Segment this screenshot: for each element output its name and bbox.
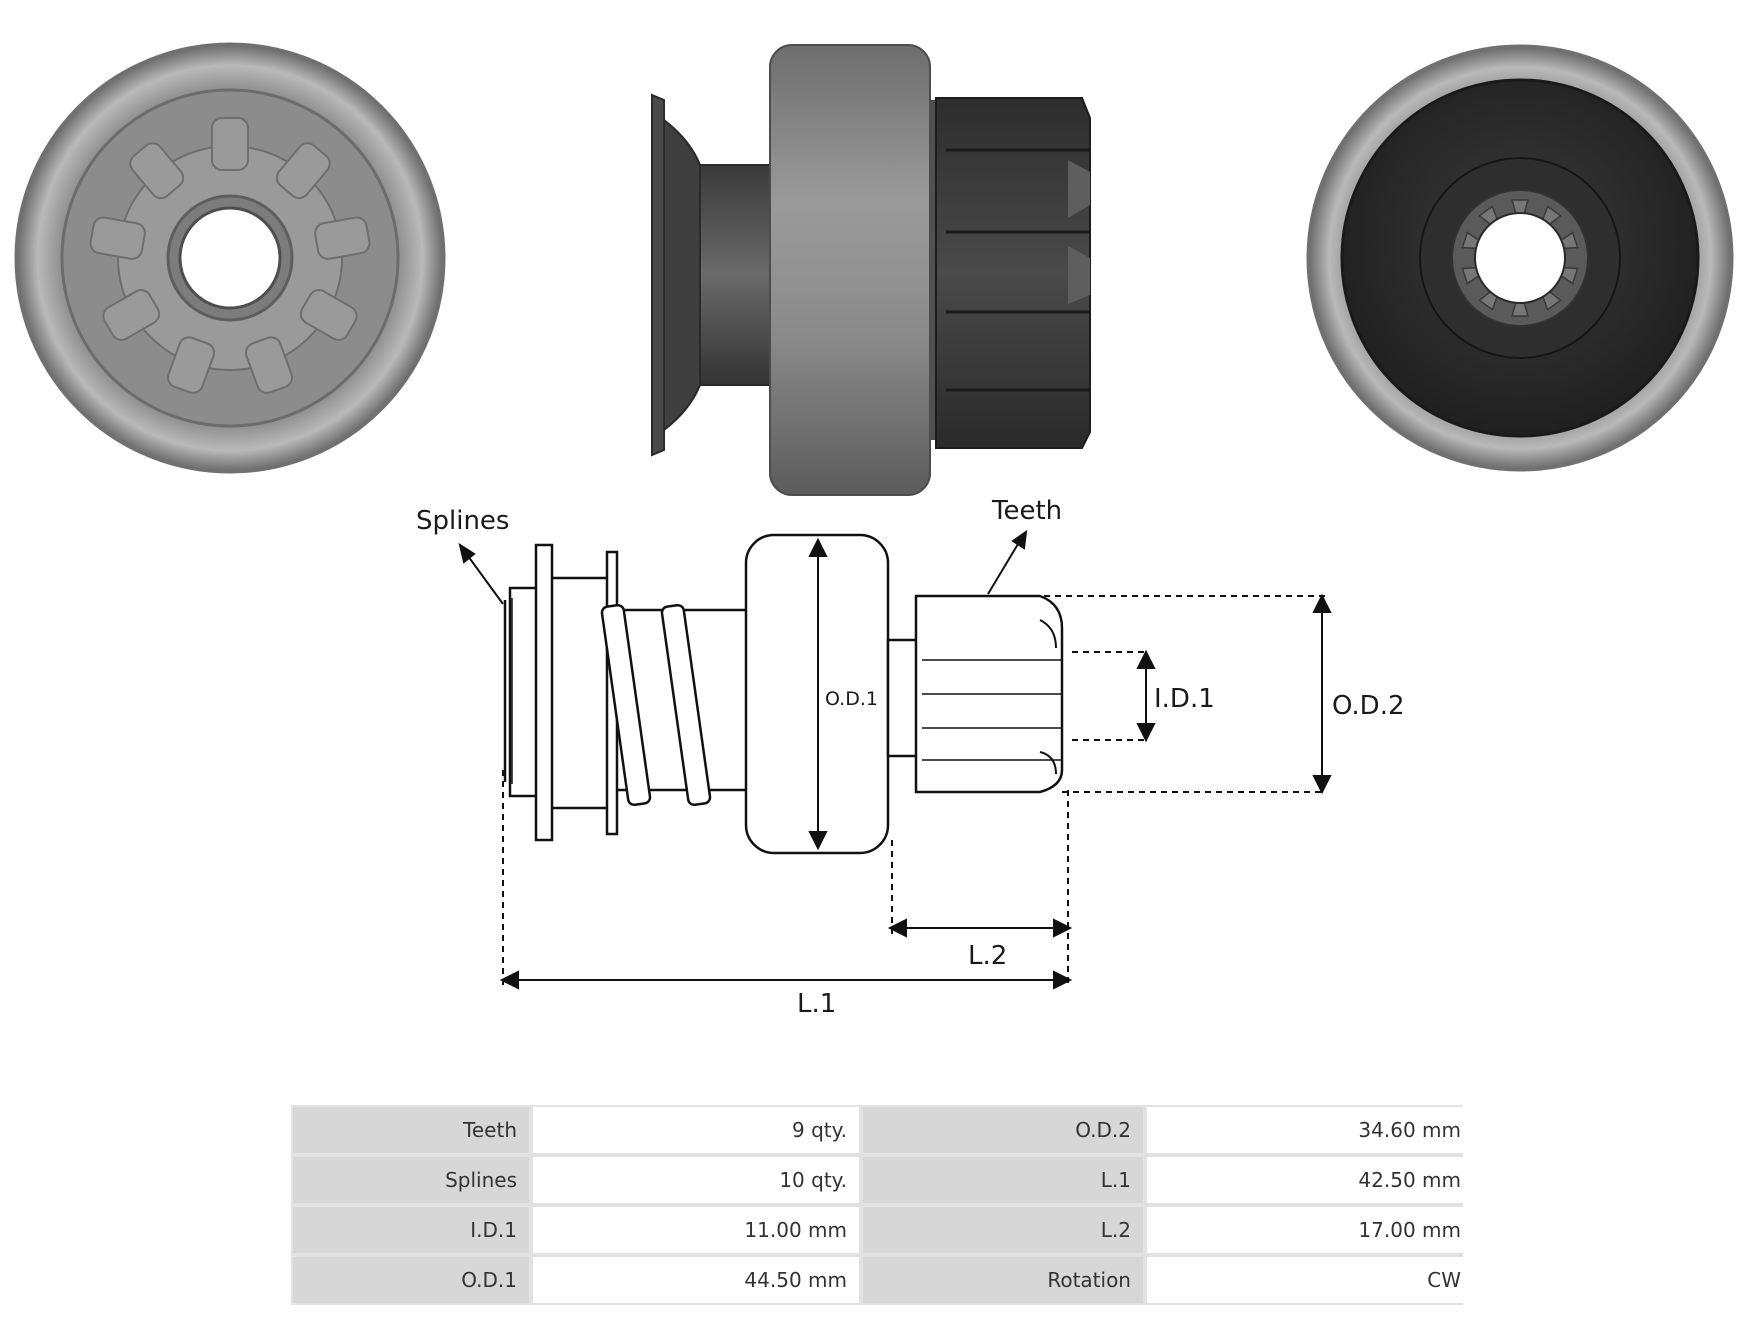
spec-label-teeth: Teeth [293, 1107, 529, 1153]
callout-leaders [458, 529, 1028, 605]
spec-label-splines: Splines [293, 1157, 529, 1203]
od1-label: O.D.1 [825, 688, 878, 710]
spec-label-od1: O.D.1 [293, 1257, 529, 1303]
spec-label-l1: L.1 [863, 1157, 1143, 1203]
pinion-teeth-photo [935, 97, 1091, 449]
teeth-callout: Teeth [991, 496, 1062, 526]
spec-value-rotation: CW [1147, 1257, 1473, 1303]
dimension-lines [499, 537, 1332, 990]
spec-label-rotation: Rotation [863, 1257, 1143, 1303]
spec-value-od1: 44.50 mm [533, 1257, 859, 1303]
side-view-photo [651, 44, 1091, 496]
spec-value-l1: 42.50 mm [1147, 1157, 1473, 1203]
spec-value-teeth: 9 qty. [533, 1107, 859, 1153]
spec-label-id1: I.D.1 [293, 1207, 529, 1253]
pinion-end-view [14, 42, 446, 474]
splines-callout: Splines [416, 506, 509, 536]
id1-label: I.D.1 [1154, 684, 1215, 714]
spec-label-od2: O.D.2 [863, 1107, 1143, 1153]
spec-table: Teeth 9 qty. O.D.2 34.60 mm Splines 10 q… [291, 1105, 1473, 1305]
l2-label: L.2 [968, 941, 1007, 971]
spec-value-splines: 10 qty. [533, 1157, 859, 1203]
l1-label: L.1 [797, 989, 836, 1019]
spec-value-od2: 34.60 mm [1147, 1107, 1473, 1153]
spline-end-view [1306, 44, 1734, 472]
technical-drawing [503, 533, 1064, 855]
spec-value-l2: 17.00 mm [1147, 1207, 1473, 1253]
spec-label-l2: L.2 [863, 1207, 1143, 1253]
od2-label: O.D.2 [1332, 691, 1405, 721]
spec-value-id1: 11.00 mm [533, 1207, 859, 1253]
